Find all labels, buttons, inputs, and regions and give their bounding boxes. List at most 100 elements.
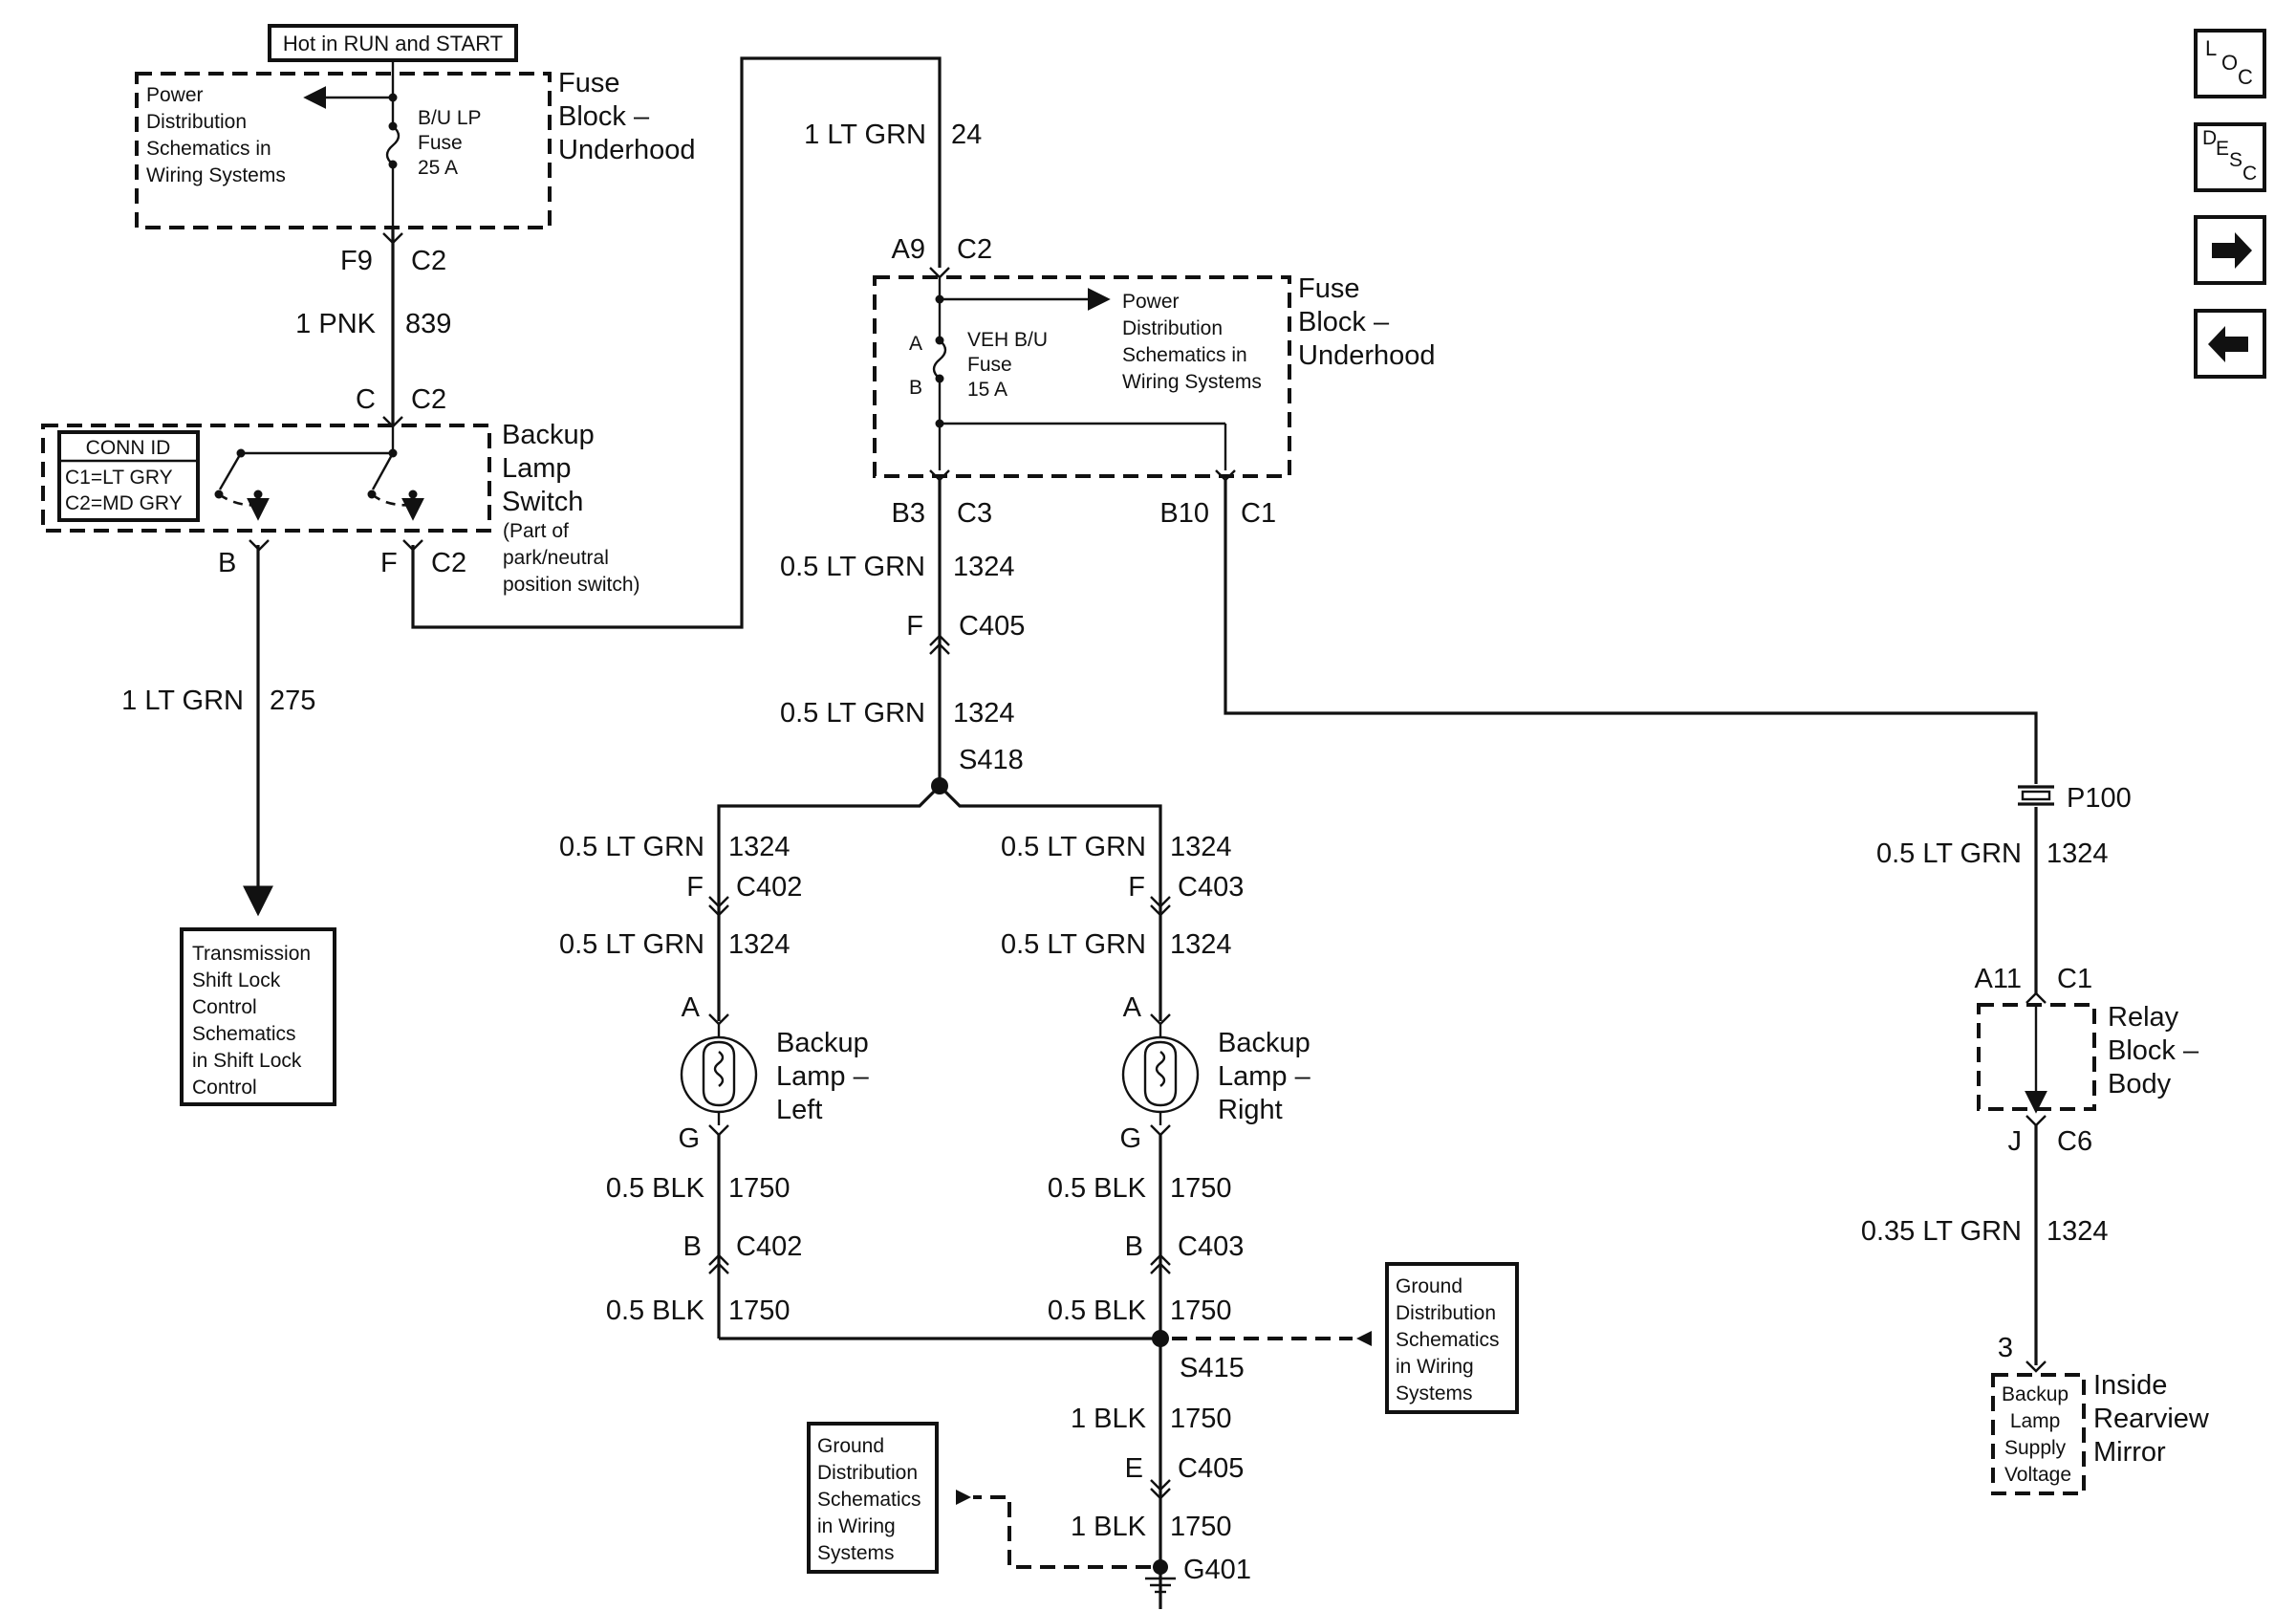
- c403-ground-connector-icon: [1150, 1253, 1171, 1274]
- veh-bu-fuse-icon: [932, 339, 947, 380]
- desc-d: D: [2202, 127, 2217, 149]
- desc-s: S: [2229, 149, 2242, 171]
- next-page-button[interactable]: [2194, 215, 2266, 285]
- left-w3-gauge: 0.5 BLK: [606, 1173, 705, 1204]
- desc-e: E: [2216, 138, 2229, 160]
- loc-c: C: [2238, 65, 2253, 89]
- conn-c2-top: C2: [411, 246, 446, 276]
- backup-lamp-right-icon: [1121, 1035, 1200, 1114]
- loc-l: L: [2205, 36, 2217, 60]
- conn-c1: C1: [1241, 498, 1276, 529]
- backup-lamp-right-name: Backup Lamp – Right: [1218, 1028, 1318, 1125]
- ground-symbol-icon: [1145, 1577, 1176, 1594]
- arrow-right-icon: [2212, 232, 2252, 269]
- c403-connector-icon: [1150, 896, 1171, 917]
- gnd-w1-gauge: 1 BLK: [1071, 1404, 1147, 1434]
- splice-s415-label: S415: [1180, 1353, 1245, 1383]
- mirror-pin-3: 3: [1998, 1333, 2013, 1363]
- left-conn-pin: F: [686, 872, 704, 903]
- right-path-w1-gauge: 0.5 LT GRN: [1876, 838, 2022, 869]
- gnd-w1-circuit: 1750: [1170, 1404, 1232, 1434]
- wire-pnk-circuit: 839: [405, 309, 451, 339]
- right-w3-gauge: 0.5 BLK: [1048, 1173, 1147, 1204]
- backup-lamp-switch: CONN ID C1=LT GRY C2=MD GRY: [41, 416, 491, 552]
- switch-conn-c2: C2: [411, 384, 446, 415]
- conn-id-c2: C2=MD GRY: [65, 492, 183, 514]
- ground-ref-arrow-icon: [1356, 1331, 1372, 1346]
- mid-pin-a: A: [909, 333, 922, 355]
- ground-ref-right-text: Ground Distribution Schematics in Wiring…: [1396, 1275, 1505, 1404]
- relay-block-body: [1977, 991, 2096, 1114]
- c402-ground-connector-icon: [708, 1253, 729, 1274]
- ground-ref-left-box: Ground Distribution Schematics in Wiring…: [807, 1422, 939, 1574]
- arrow-left-icon: [2208, 326, 2248, 362]
- c405-bottom-connector-icon: [1150, 1479, 1171, 1500]
- pin-f9: F9: [340, 246, 373, 276]
- pin-b3: B3: [892, 498, 925, 529]
- mid-pin-b: B: [909, 377, 922, 399]
- conn-id-c1: C1=LT GRY: [65, 467, 173, 489]
- pin-a11: A11: [1975, 964, 2022, 994]
- fuse-icon: [385, 125, 401, 165]
- left-w4-gauge: 0.5 BLK: [606, 1295, 705, 1326]
- wire-1324-a-circuit: 1324: [953, 552, 1015, 582]
- conn-c2-mid: C2: [957, 234, 992, 265]
- desc-c: C: [2242, 163, 2257, 185]
- loc-button[interactable]: L O C: [2194, 29, 2266, 98]
- left-conn: C402: [736, 872, 802, 903]
- left-gconn: C402: [736, 1231, 802, 1262]
- right-gconn-pin: B: [1125, 1231, 1143, 1262]
- wire-24: [411, 56, 942, 629]
- previous-page-button[interactable]: [2194, 309, 2266, 379]
- right-conn-pin: F: [1128, 872, 1145, 903]
- pin-a9: A9: [892, 234, 925, 265]
- ground-ref-left-text: Ground Distribution Schematics in Wiring…: [817, 1435, 926, 1564]
- right-w3-circuit: 1750: [1170, 1173, 1232, 1204]
- inside-rearview-mirror: Backup Lamp Supply Voltage: [1991, 1373, 2086, 1495]
- ground-ref-right-box: Ground Distribution Schematics in Wiring…: [1385, 1262, 1519, 1414]
- ground-junction: [1153, 1559, 1168, 1575]
- switch-pin-f: F: [380, 548, 398, 578]
- fuse-block-underhood-top: Power Distribution Schematics in Wiring …: [135, 61, 696, 229]
- splice-s418-label: S418: [959, 745, 1024, 775]
- right-w2-circuit: 1324: [1170, 929, 1232, 960]
- c405-connector-icon: [929, 634, 950, 655]
- right-conn: C403: [1178, 872, 1244, 903]
- switch-pin-b: B: [218, 548, 236, 578]
- right-w2-gauge: 0.5 LT GRN: [1001, 929, 1146, 960]
- left-w1-circuit: 1324: [728, 832, 791, 862]
- right-w1-gauge: 0.5 LT GRN: [1001, 832, 1146, 862]
- right-w4-gauge: 0.5 BLK: [1048, 1295, 1147, 1326]
- desc-button[interactable]: D E S C: [2194, 122, 2266, 192]
- mirror-name: Inside Rearview Mirror: [2093, 1370, 2217, 1468]
- power-ref-top: Power Distribution Schematics in Wiring …: [146, 84, 286, 186]
- fuse-block-top-name: Fuse Block – Underhood: [558, 68, 696, 165]
- left-w2-gauge: 0.5 LT GRN: [559, 929, 704, 960]
- loc-o: O: [2221, 51, 2238, 75]
- wire-1324-a-gauge: 0.5 LT GRN: [780, 552, 925, 582]
- c405-top-pin: F: [906, 611, 923, 642]
- conn-id-title: CONN ID: [86, 437, 171, 459]
- left-pin-a: A: [682, 992, 701, 1023]
- power-note-box: Hot in RUN and START: [268, 24, 518, 62]
- wire-1324-right: [1224, 480, 2038, 784]
- transmission-ref-text: Transmission Shift Lock Control Schemati…: [192, 943, 316, 1099]
- right-pin-g: G: [1119, 1123, 1141, 1154]
- fuse-block-mid-name: Fuse Block – Underhood: [1298, 273, 1436, 371]
- fuse-block-underhood-mid: A B VEH B/U Fuse 15 A Power Distribution…: [873, 267, 1291, 482]
- mirror-box-text: Backup Lamp Supply Voltage: [2002, 1383, 2074, 1486]
- p100-label: P100: [2067, 783, 2132, 814]
- right-w4-circuit: 1750: [1170, 1295, 1232, 1326]
- pin-j: J: [2008, 1126, 2023, 1157]
- gnd-conn-pin: E: [1125, 1453, 1143, 1484]
- wire-275-circuit: 275: [270, 686, 315, 716]
- gnd-conn: C405: [1178, 1453, 1244, 1484]
- backup-switch-name: Backup Lamp Switch: [502, 420, 602, 517]
- left-pin-g: G: [678, 1123, 700, 1154]
- right-gconn: C403: [1178, 1231, 1244, 1262]
- right-path-w2-circuit: 1324: [2047, 1216, 2109, 1247]
- switch-pin-c2: C2: [431, 548, 466, 578]
- power-ref-mid: Power Distribution Schematics in Wiring …: [1122, 291, 1262, 393]
- veh-bu-fuse-label: VEH B/U Fuse 15 A: [967, 329, 1053, 401]
- backup-lamp-left-name: Backup Lamp – Left: [776, 1028, 877, 1125]
